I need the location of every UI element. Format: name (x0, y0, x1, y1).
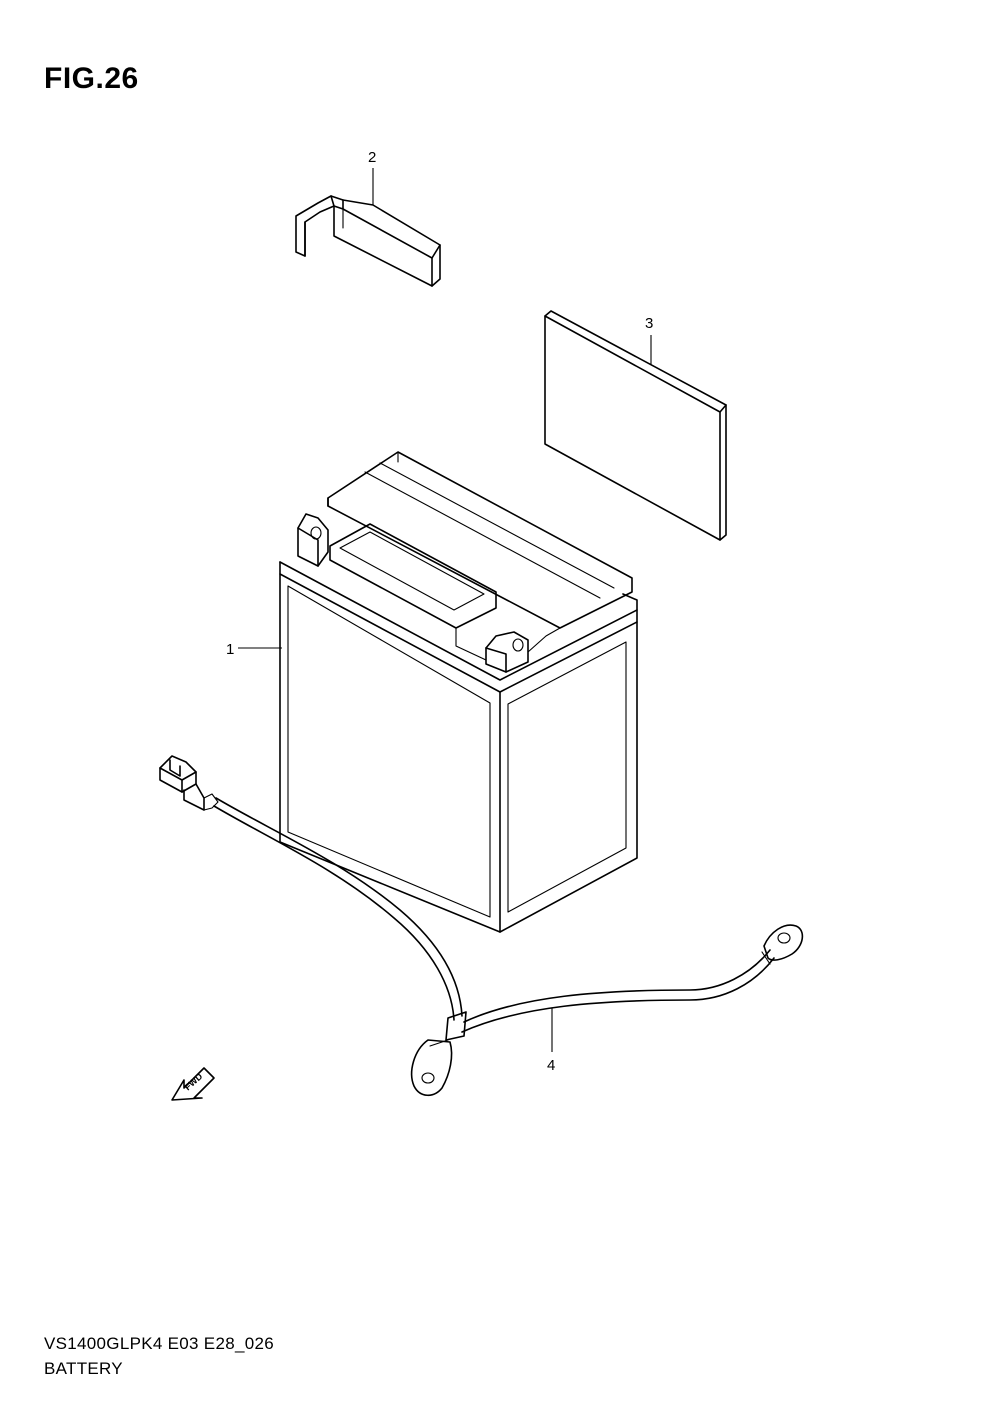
figure-title: FIG.26 (44, 62, 139, 95)
figure-name: BATTERY (44, 1359, 123, 1378)
callout-4: 4 (547, 1008, 555, 1074)
svg-text:4: 4 (547, 1057, 555, 1074)
part-3-pad[interactable] (544, 310, 727, 541)
callout-1: 1 (226, 641, 282, 658)
part-2-bracket[interactable] (295, 195, 441, 287)
fwd-label: FWD (182, 1071, 204, 1092)
part-1-battery[interactable] (279, 451, 638, 933)
callout-3: 3 (645, 315, 653, 365)
fwd-arrow-icon: FWD (171, 1067, 215, 1101)
callout-2: 2 (368, 149, 376, 205)
part-4-breather-hose[interactable] (159, 755, 804, 1097)
svg-text:1: 1 (226, 641, 234, 658)
svg-text:2: 2 (368, 149, 376, 166)
svg-text:3: 3 (645, 315, 653, 332)
figure-code: VS1400GLPK4 E03 E28_026 (44, 1334, 274, 1353)
